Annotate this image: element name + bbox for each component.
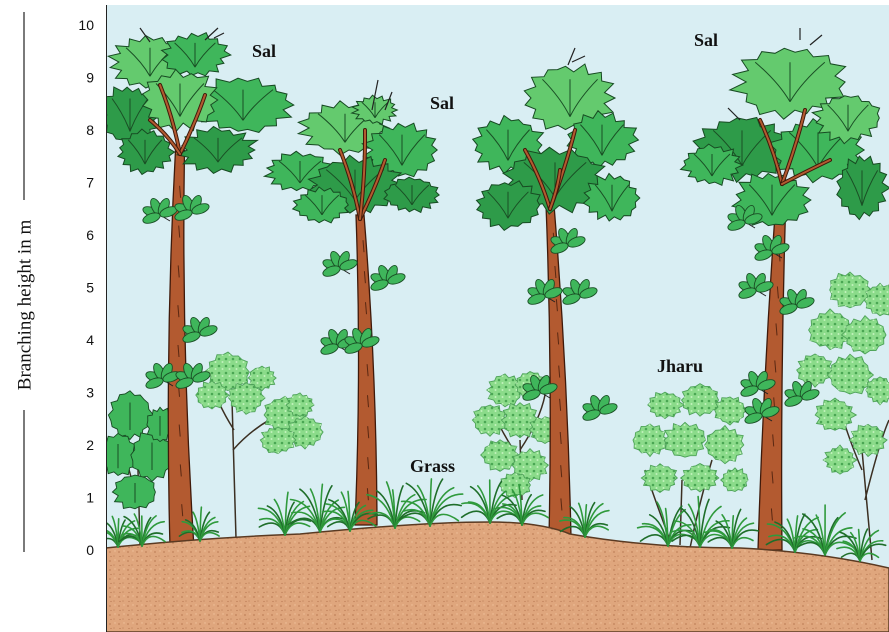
y-tick-label: 4 [86,332,94,348]
y-tick-label: 8 [86,122,94,138]
sal-label-left: Sal [252,41,276,61]
y-tick-label: 0 [86,542,94,558]
sal-label-right: Sal [694,30,718,50]
sal-label-middle: Sal [430,93,454,113]
grass-label: Grass [410,456,455,476]
y-axis-title-group: Branching height in m [14,12,35,552]
y-tick-label: 10 [78,17,94,33]
y-axis-title: Branching height in m [14,220,35,391]
illustration-frame [95,5,889,632]
y-tick-label: 3 [86,385,94,401]
y-tick-label: 9 [86,70,94,86]
y-tick-label: 7 [86,175,94,191]
y-tick-label: 1 [86,490,94,506]
y-tick-label: 5 [86,280,94,296]
y-axis-ticks: 0 1 2 3 4 5 6 7 8 9 10 [78,17,94,558]
y-tick-label: 6 [86,227,94,243]
y-tick-label: 2 [86,437,94,453]
jharu-label: Jharu [657,356,703,376]
